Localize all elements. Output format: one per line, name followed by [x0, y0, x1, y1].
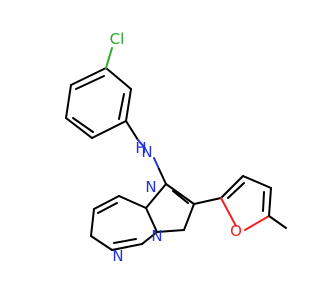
chlorine-label: Cl [110, 30, 125, 48]
amine-nitrogen-label: N [141, 143, 152, 161]
furan-oxygen-label: O [230, 222, 242, 240]
bonds [65, 47, 287, 251]
amine-hydrogen-label: H [135, 139, 146, 157]
molecule-diagram: Cl N H N N N O [65, 30, 287, 265]
atom-labels: Cl N H N N N O [110, 30, 242, 265]
pyrimidine-nitrogen-label: N [112, 247, 123, 265]
bridge-nitrogen-label: N [145, 178, 156, 196]
imidazole-nitrogen-label: N [151, 227, 162, 245]
molecule-structure: Cl N H N N N O [65, 30, 287, 265]
